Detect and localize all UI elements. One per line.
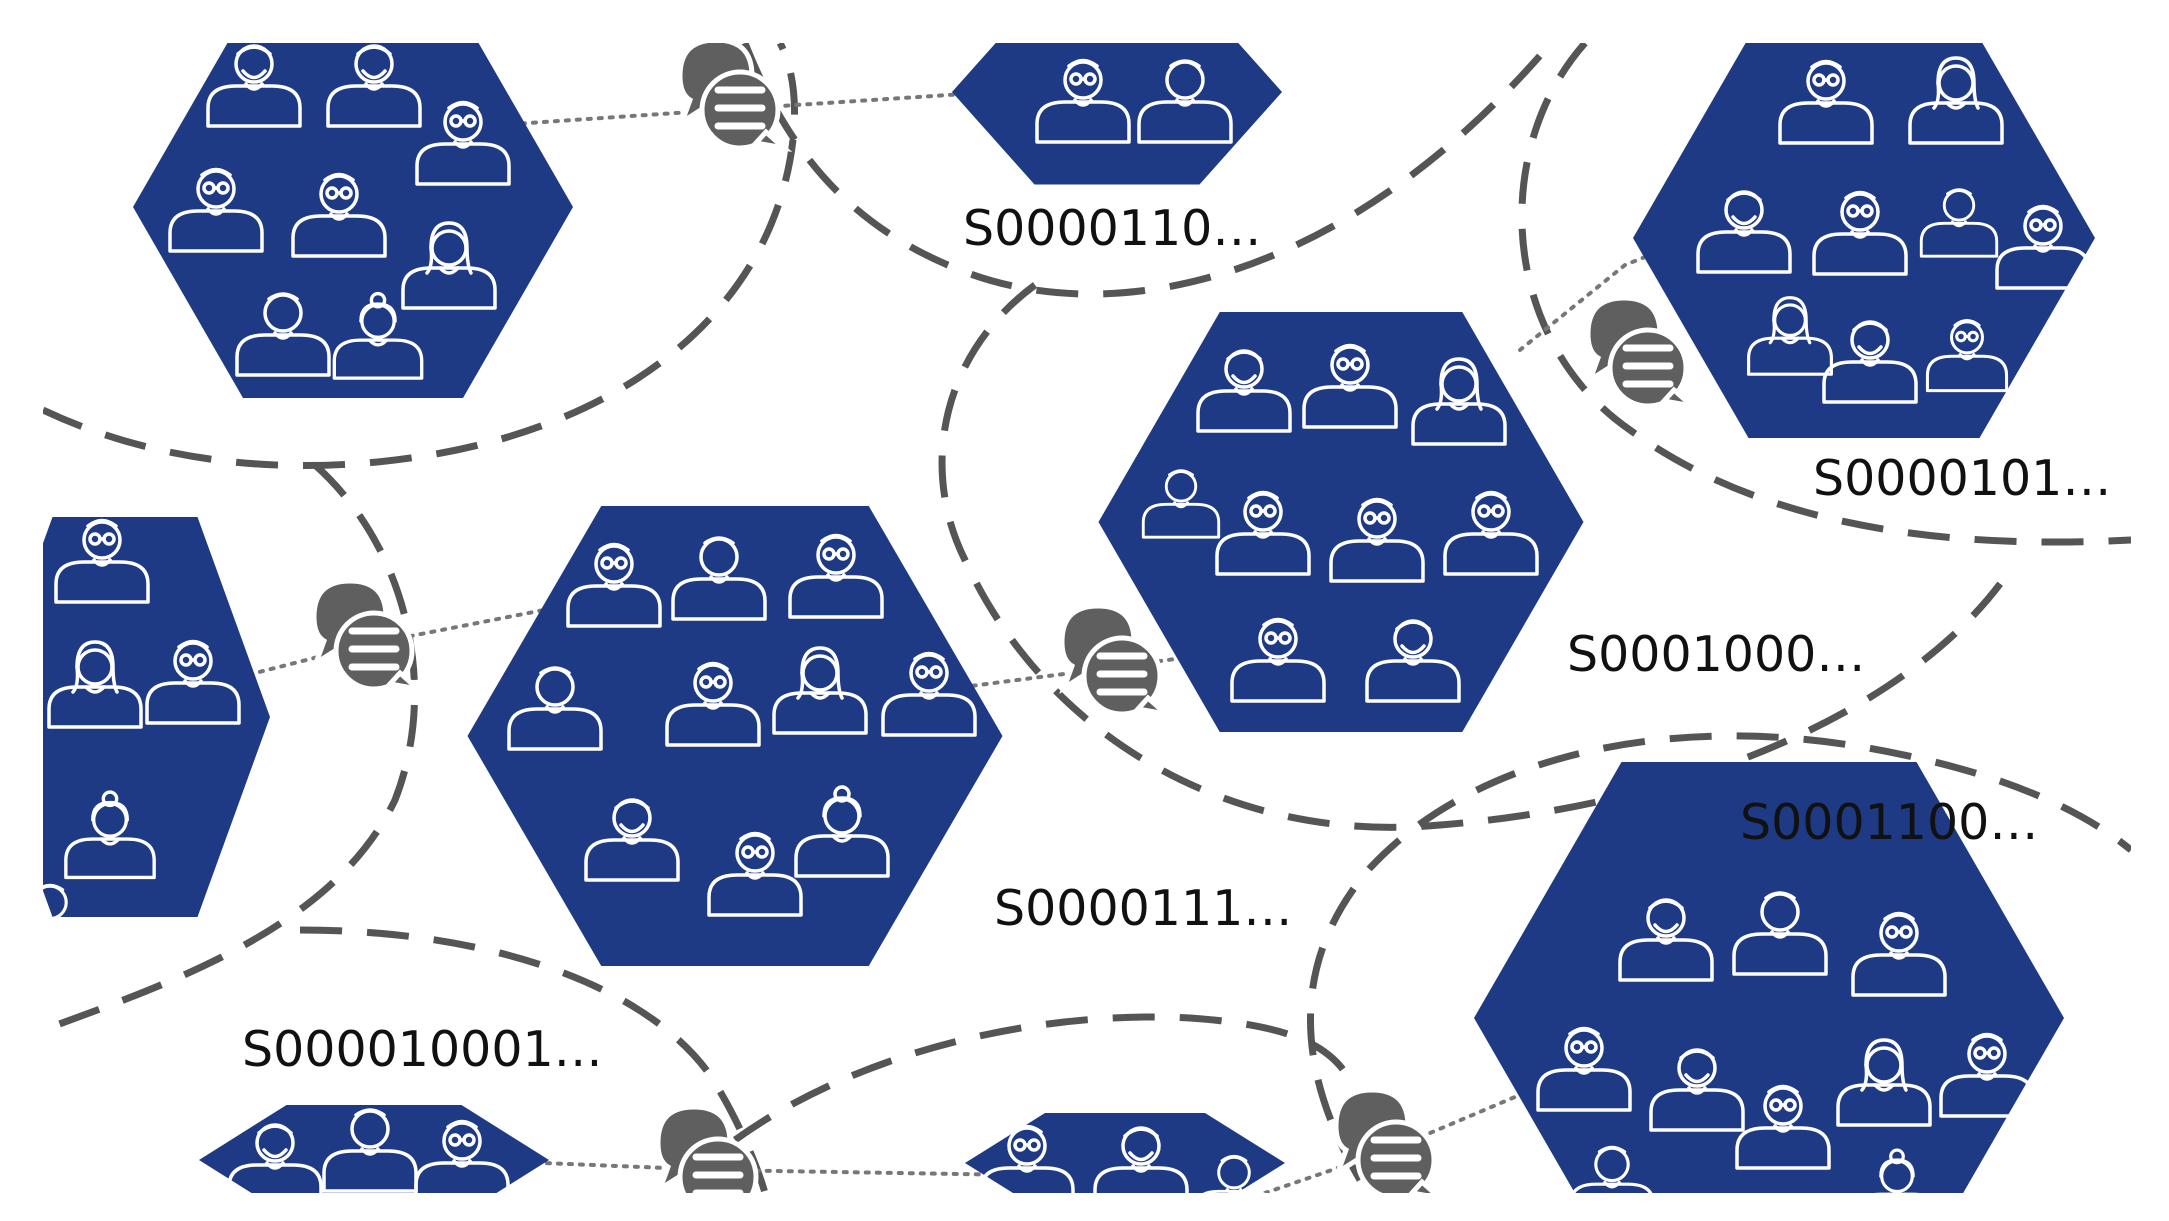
cluster-hexagon-top-left bbox=[133, 43, 573, 398]
chat-bubbles bbox=[314, 40, 1692, 1215]
chat-bubble-icon bbox=[658, 1107, 762, 1215]
cluster-hexagon-center-right bbox=[1098, 312, 1584, 732]
cluster-hexagon-center-right-shape bbox=[1098, 312, 1584, 732]
cluster-hexagon-bottom-left-shape bbox=[199, 1105, 549, 1193]
boundary-left-middle bbox=[43, 462, 419, 1034]
cluster-hexagon-left-edge-shape bbox=[43, 517, 270, 917]
link-middle-to-center bbox=[938, 648, 1242, 692]
chat-bubble-center bbox=[1062, 606, 1166, 714]
chat-bubble-icon bbox=[1336, 1090, 1440, 1198]
boundary-top-middle bbox=[741, 43, 1548, 298]
boundary-bottom-right bbox=[1306, 732, 2131, 1182]
cluster-label-s0000110: S0000110… bbox=[963, 200, 1261, 257]
cluster-hexagon-bottom-middle bbox=[965, 1113, 1285, 1193]
boundary-bottom-left bbox=[299, 926, 769, 1193]
cluster-label-s0001000: S0001000… bbox=[1567, 626, 1865, 683]
chat-bubble-icon bbox=[680, 40, 784, 148]
chat-bubble-left bbox=[314, 581, 418, 689]
cluster-label-s0001100: S0001100… bbox=[1740, 794, 2038, 851]
cluster-hexagon-top-right bbox=[1633, 43, 2095, 438]
cluster-hexagon-top-middle bbox=[952, 43, 1282, 185]
cluster-hexagon-bottom-middle-shape bbox=[965, 1113, 1285, 1193]
boundary-top-right bbox=[1518, 43, 2131, 546]
cluster-hexagon-top-middle-shape bbox=[952, 43, 1282, 185]
cluster-hexagon-left-edge bbox=[43, 517, 270, 960]
cluster-label-s0000101: S0000101… bbox=[1813, 450, 2111, 507]
cluster-boundaries bbox=[43, 43, 2131, 1193]
chat-bubble-top-right bbox=[1588, 298, 1692, 406]
cluster-labels: S0000110… S0000101… S0001000… S0000111… … bbox=[242, 200, 2111, 1078]
cluster-hexagon-bottom-left bbox=[199, 1105, 549, 1193]
chat-bubble-top-left bbox=[680, 40, 784, 148]
cluster-label-s0000111: S0000111… bbox=[994, 880, 1292, 937]
cluster-hexagon-middle bbox=[467, 506, 1003, 966]
chat-bubble-bottom-right bbox=[1336, 1090, 1440, 1198]
cluster-label-s000010001: S000010001… bbox=[242, 1021, 603, 1078]
cluster-hexagon-bottom-right bbox=[1474, 762, 2064, 1193]
chat-bubble-icon bbox=[1062, 606, 1166, 714]
chat-bubble-bottom-left bbox=[658, 1107, 762, 1215]
chat-bubble-icon bbox=[1588, 298, 1692, 406]
cluster-hexagon-middle-shape bbox=[467, 506, 1003, 966]
boundary-top-left bbox=[43, 43, 799, 470]
cluster-hexagons bbox=[43, 43, 2095, 1193]
boundary-center-loop bbox=[938, 282, 2013, 831]
